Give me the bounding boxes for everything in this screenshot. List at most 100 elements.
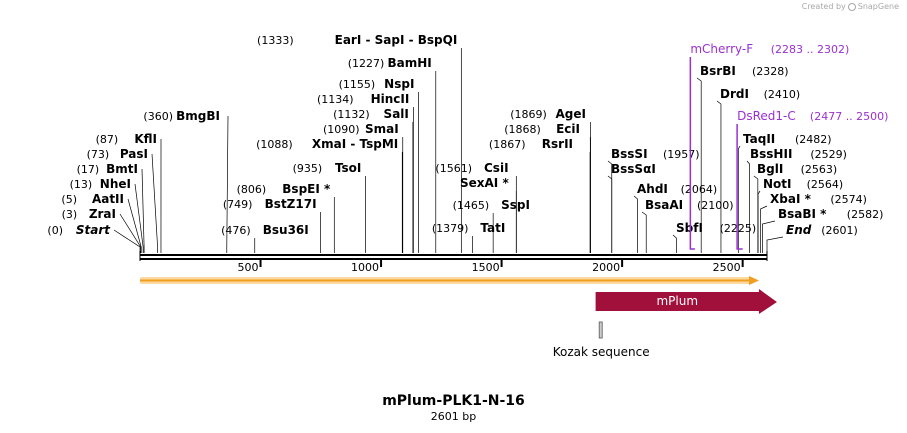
credit-text: Created by	[801, 2, 846, 11]
site-tati-position: (1379)	[432, 222, 469, 235]
site-agei-name: AgeI	[556, 107, 586, 121]
primer-dsred1c-range: (2477 .. 2500)	[810, 110, 889, 123]
site-ahdi-name: AhdI	[637, 182, 668, 196]
site-taqii-leader	[737, 145, 741, 253]
site-nspi-position: (1155)	[339, 78, 376, 91]
feature-kozak-mark	[598, 321, 603, 339]
site-taqii-name: TaqII	[743, 132, 775, 146]
site-hincii-name: HincII	[371, 92, 410, 106]
site-bmgbi-name: BmgBI	[176, 109, 220, 123]
site-start-position: (0)	[47, 224, 63, 237]
site-sexai-name: SexAI *	[460, 176, 509, 190]
site-bsshii-position: (2529)	[810, 148, 847, 161]
ruler-tick-label: 2500	[713, 261, 741, 274]
site-taqii-position: (2482)	[795, 133, 832, 146]
site-bsabi-leader	[762, 220, 776, 253]
site-csii-name: CsiI	[484, 161, 509, 175]
feature-mplum-label: mPlum	[656, 294, 698, 308]
site-aatii-name: AatII	[92, 192, 124, 206]
site-agei-position: (1869)	[510, 108, 547, 121]
site-bsshii-name: BssHII	[750, 147, 792, 161]
site-tsoi-name: TsoI	[335, 161, 361, 175]
site-tsoi-position: (935)	[293, 162, 323, 175]
site-bsu36i-position: (476)	[221, 224, 251, 237]
site-sspi-name: SspI	[501, 198, 530, 212]
site-bmti-leader	[141, 168, 145, 253]
site-kfli-position: (87)	[96, 133, 119, 146]
site-ecii-position: (1868)	[504, 123, 541, 136]
site-smai-name: SmaI	[365, 122, 399, 136]
site-xbai-leader	[760, 205, 768, 253]
site-bsrbi-position: (2328)	[752, 65, 789, 78]
site-bmti-name: BmtI	[106, 162, 138, 176]
primer-mcherryf-name: mCherry-F	[690, 42, 753, 56]
site-nhei-leader	[134, 183, 144, 253]
site-bsssi-position: (1957)	[663, 148, 700, 161]
site-noti-leader	[757, 190, 761, 253]
site-bsaai-position: (2100)	[697, 199, 734, 212]
snapgene-logo-icon	[847, 2, 856, 11]
site-bsssi-leader	[607, 175, 613, 253]
site-drdi-leader	[716, 100, 722, 253]
site-rsrii-position: (1867)	[489, 138, 526, 151]
site-nhei-position: (13)	[70, 178, 93, 191]
site-earisapibspqi-name: EarI - SapI - BspQI	[335, 33, 458, 47]
site-xmaitspmi-position: (1088)	[256, 138, 293, 151]
site-bsrbi-name: BsrBI	[700, 64, 736, 78]
site-sbfi-leader	[672, 234, 677, 253]
site-bstz17i-name: BstZ17I	[265, 197, 317, 211]
site-sspi-position: (1465)	[453, 199, 490, 212]
site-hincii-position: (1134)	[317, 93, 354, 106]
site-bsshii-leader	[746, 160, 750, 253]
feature-mplum-arrow	[595, 289, 777, 314]
site-xbai-position: (2574)	[830, 193, 867, 206]
site-bsabi-position: (2582)	[847, 208, 884, 221]
site-zrai-leader	[119, 213, 142, 253]
site-sbfi-name: SbfI	[676, 221, 703, 235]
site-bgli-leader	[753, 175, 759, 253]
orf-arrowhead	[749, 276, 759, 285]
site-rsrii-name: RsrII	[542, 137, 573, 151]
site-bsssi-name: BssSI	[611, 147, 648, 161]
site-ahdi-position: (2064)	[681, 183, 718, 196]
site-end-position: (2601)	[821, 224, 858, 237]
site-nspi-name: NspI	[384, 77, 414, 91]
site-bstz17i-position: (749)	[223, 198, 253, 211]
site-smai-position: (1090)	[323, 123, 360, 136]
site-xbai-name: XbaI *	[770, 192, 812, 206]
map-title: mPlum-PLK1-N-16	[382, 393, 525, 409]
site-start-leader	[113, 229, 141, 253]
site-nhei-name: NheI	[100, 177, 131, 191]
site-sali-name: SalI	[384, 107, 409, 121]
site-bsrbi-leader	[696, 77, 702, 253]
ruler-tick-label: 500	[238, 261, 259, 274]
site-bmgbi-leader	[226, 115, 229, 253]
site-earisapibspqi-position: (1333)	[257, 34, 294, 47]
site-pasi-name: PasI	[120, 147, 148, 161]
site-xmaitspmi-name: XmaI - TspMI	[312, 137, 398, 151]
ruler-tick-label: 1000	[351, 261, 379, 274]
site-noti-name: NotI	[763, 177, 792, 191]
map-length: 2601 bp	[430, 410, 477, 423]
site-noti-position: (2564)	[807, 178, 844, 191]
site-pasi-position: (73)	[87, 148, 110, 161]
site-bmgbi-position: (360)	[143, 110, 173, 123]
site-bamhi-position: (1227)	[348, 57, 385, 70]
primer-mcherryf-mark	[689, 57, 695, 250]
site-bsssi-name: BssSαI	[611, 162, 656, 176]
site-ahdi-leader	[633, 195, 638, 253]
ruler-tick-label: 2000	[592, 261, 620, 274]
site-bsaai-leader	[641, 211, 647, 253]
site-bmti-position: (17)	[77, 163, 100, 176]
site-bgli-name: BglI	[757, 162, 783, 176]
site-drdi-position: (2410)	[764, 88, 801, 101]
site-bamhi-name: BamHI	[388, 56, 432, 70]
snapgene-credit: Created by SnapGene	[802, 2, 899, 11]
site-aatii-position: (5)	[61, 193, 77, 206]
primer-dsred1c-name: DsRed1-C	[737, 109, 796, 123]
ruler-tick-label: 1500	[472, 261, 500, 274]
primer-mcherryf-range: (2283 .. 2302)	[771, 43, 850, 56]
feature-kozak-label: Kozak sequence	[553, 345, 650, 359]
site-bsaai-name: BsaAI	[645, 198, 683, 212]
